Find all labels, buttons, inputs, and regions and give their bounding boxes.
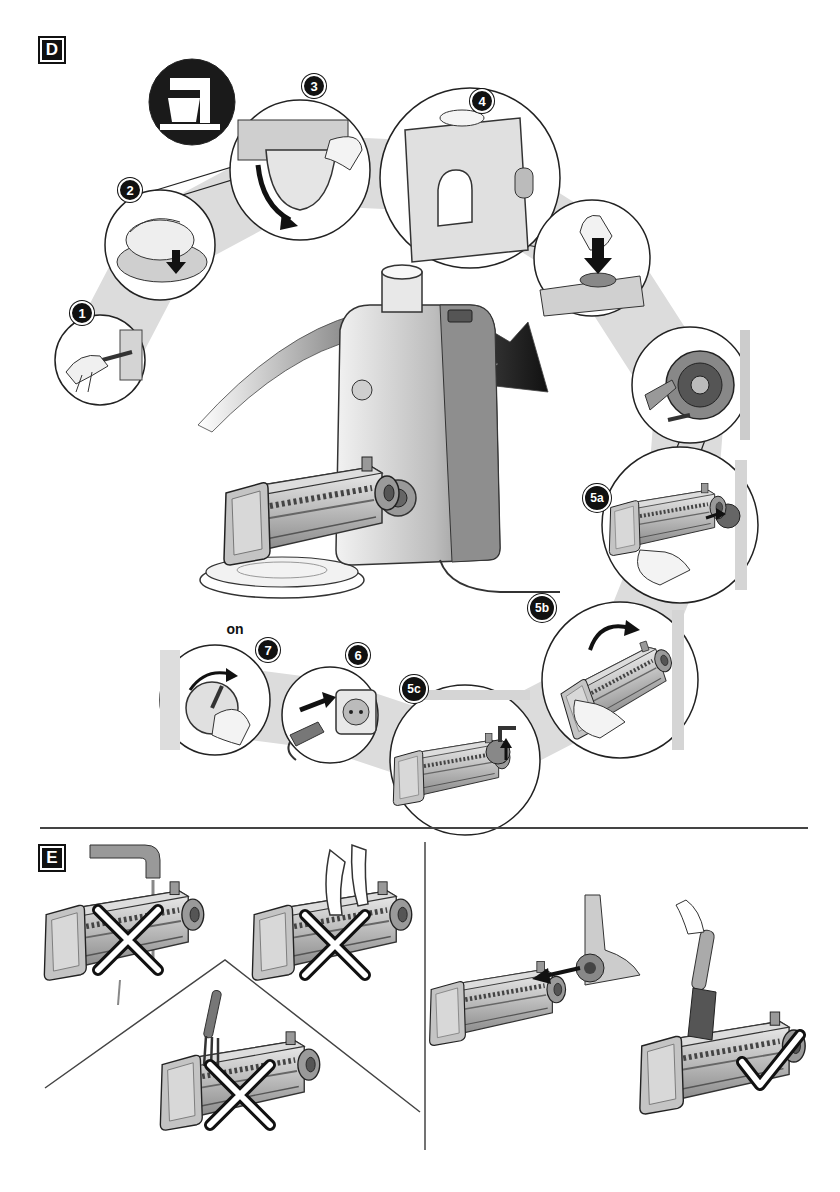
- callout-number: 6: [346, 643, 370, 667]
- section-letter: E: [40, 846, 64, 870]
- callout-number: 2: [118, 178, 142, 202]
- callout-number: 5b: [528, 594, 556, 622]
- callout-number: 7: [256, 638, 280, 662]
- callout-number: 5a: [583, 484, 611, 512]
- callout-number: 5c: [400, 675, 428, 703]
- callout-number: 4: [470, 89, 494, 113]
- callout-number: 3: [302, 74, 326, 98]
- switch-label: on: [222, 620, 248, 638]
- section-letter: D: [40, 38, 64, 62]
- callout-number: 1: [70, 301, 94, 325]
